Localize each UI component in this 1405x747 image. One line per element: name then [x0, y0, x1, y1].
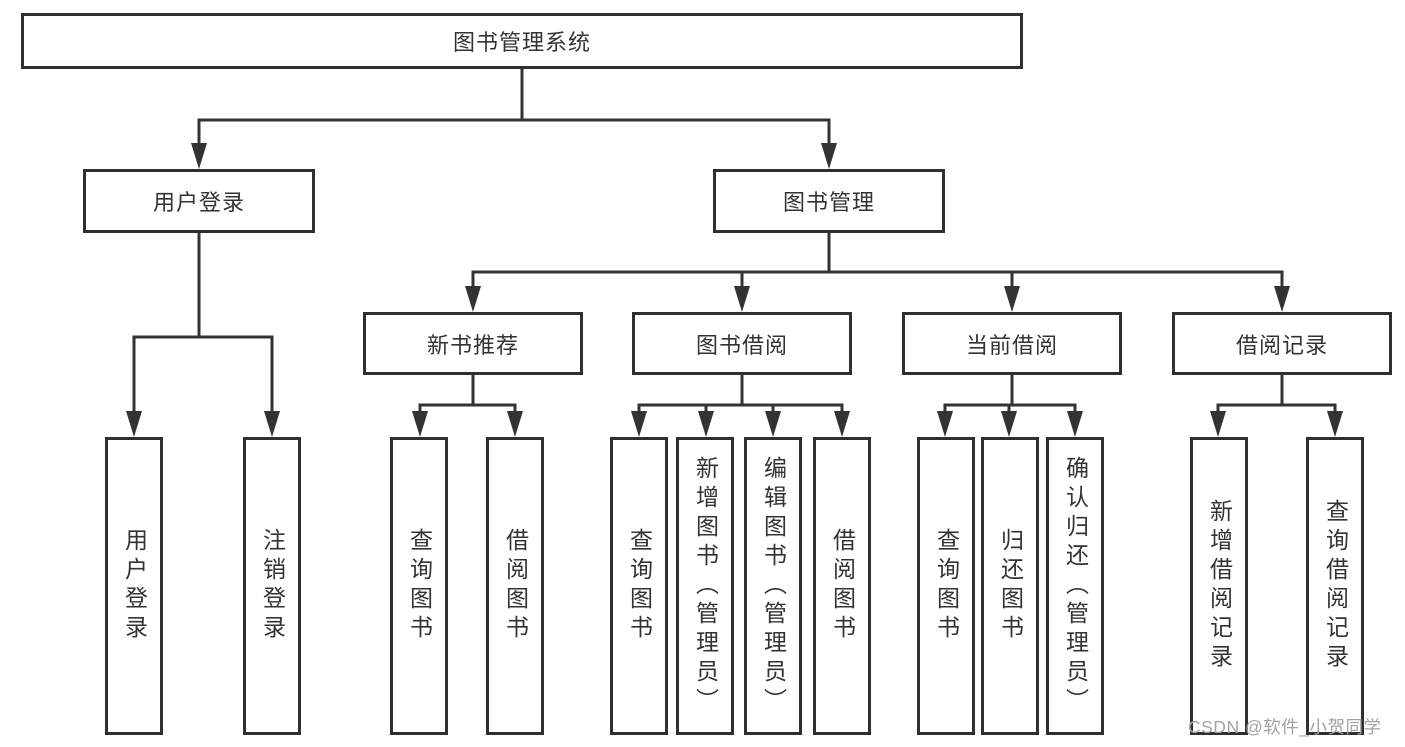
leaf-logout-label: 注销登录: [259, 528, 286, 644]
leaf-add-borrow-record-label: 新增借阅记录: [1206, 499, 1233, 673]
leaf-query-books-recommend: 查询图书: [390, 437, 448, 735]
node-borrow-records: 借阅记录: [1172, 312, 1392, 375]
leaf-return-book-label: 归还图书: [997, 528, 1024, 644]
leaf-user-login-label: 用户登录: [121, 528, 148, 644]
node-new-book-recommend: 新书推荐: [363, 312, 583, 375]
node-root: 图书管理系统: [21, 13, 1023, 69]
leaf-edit-book-admin-label: 编辑图书（管理员）: [760, 455, 787, 717]
leaf-borrow-books-recommend-label: 借阅图书: [502, 528, 529, 644]
leaf-user-login: 用户登录: [105, 437, 163, 735]
node-new-book-recommend-label: 新书推荐: [426, 332, 519, 358]
csdn-watermark: CSDN @软件_小贺同学: [1188, 717, 1382, 737]
leaf-query-borrow-record: 查询借阅记录: [1306, 437, 1364, 735]
leaf-add-book-admin-label: 新增图书（管理员）: [692, 455, 719, 717]
arrowheads: [126, 143, 1343, 437]
node-current-borrow: 当前借阅: [902, 312, 1122, 375]
leaf-query-books-current: 查询图书: [917, 437, 975, 735]
node-book-borrow: 图书借阅: [632, 312, 852, 375]
node-user-login: 用户登录: [83, 169, 315, 233]
leaf-borrow-books: 借阅图书: [813, 437, 871, 735]
node-book-borrow-label: 图书借阅: [695, 332, 788, 358]
leaf-borrow-books-recommend: 借阅图书: [486, 437, 544, 735]
leaf-add-borrow-record: 新增借阅记录: [1190, 437, 1248, 735]
leaf-query-books-borrow-label: 查询图书: [626, 528, 653, 644]
node-book-management: 图书管理: [713, 169, 945, 233]
leaf-confirm-return-admin: 确认归还（管理员）: [1046, 437, 1104, 735]
leaf-query-books-current-label: 查询图书: [933, 528, 960, 644]
leaf-confirm-return-admin-label: 确认归还（管理员）: [1062, 455, 1089, 717]
leaf-query-books-borrow: 查询图书: [610, 437, 668, 735]
node-borrow-records-label: 借阅记录: [1235, 332, 1328, 358]
node-current-borrow-label: 当前借阅: [965, 332, 1058, 358]
leaf-edit-book-admin: 编辑图书（管理员）: [744, 437, 802, 735]
leaf-add-book-admin: 新增图书（管理员）: [676, 437, 734, 735]
leaf-borrow-books-label: 借阅图书: [829, 528, 856, 644]
node-user-login-label: 用户登录: [152, 190, 245, 215]
connector-paths: [132, 67, 1337, 415]
node-root-label: 图书管理系统: [452, 30, 591, 55]
leaf-query-books-recommend-label: 查询图书: [406, 528, 433, 644]
leaf-return-book: 归还图书: [981, 437, 1039, 735]
leaf-logout: 注销登录: [243, 437, 301, 735]
node-book-management-label: 图书管理: [782, 190, 875, 215]
leaf-query-borrow-record-label: 查询借阅记录: [1322, 499, 1349, 673]
